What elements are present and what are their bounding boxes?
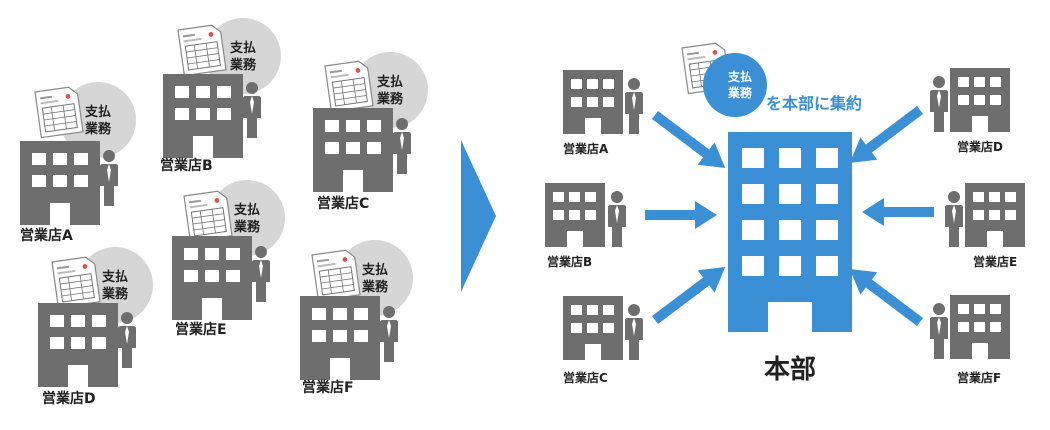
branch-label: 営業店C — [317, 195, 369, 212]
task-label-line1: 支払 — [101, 269, 128, 285]
building-icon — [563, 70, 623, 134]
branch-label: 営業店F — [302, 379, 354, 396]
arrow-from-branch-d — [849, 106, 924, 163]
person-icon — [100, 150, 118, 206]
arrow-from-branch-e — [862, 198, 934, 226]
building-icon — [38, 303, 118, 387]
building-icon — [950, 68, 1010, 132]
branch-label: 営業店E — [973, 254, 1017, 269]
task-label-line1: 支払 — [727, 69, 752, 84]
payment-document-icon — [34, 85, 84, 139]
right-branch-a: 営業店A — [563, 70, 643, 156]
task-label-line2: 業務 — [361, 279, 389, 295]
branch-label: 営業店D — [957, 139, 1003, 154]
task-label-line2: 業務 — [101, 286, 129, 302]
left-branch-a: 支払 業務 営業店A — [20, 82, 136, 244]
person-icon — [608, 191, 626, 247]
task-label-line1: 支払 — [84, 104, 111, 120]
building-icon — [172, 236, 252, 320]
task-label-line1: 支払 — [361, 262, 388, 278]
headquarters-label: 本部 — [764, 355, 816, 385]
branch-label: 営業店A — [563, 141, 609, 156]
right-branch-c: 営業店C — [563, 296, 643, 385]
task-label-line1: 支払 — [229, 40, 256, 56]
branch-label: 営業店B — [547, 254, 592, 269]
arrow-from-branch-b — [645, 201, 717, 229]
branch-label: 営業店B — [160, 157, 213, 174]
payment-document-icon — [177, 23, 227, 77]
task-label-line2: 業務 — [727, 85, 753, 100]
payment-document-icon — [183, 189, 233, 243]
person-icon — [625, 304, 643, 360]
person-icon — [930, 76, 948, 132]
arrow-from-branch-a — [651, 111, 726, 168]
branch-label: 営業店C — [563, 370, 608, 385]
arrows — [645, 106, 934, 326]
task-label-line2: 業務 — [84, 121, 112, 137]
task-label-line2: 業務 — [376, 91, 404, 107]
left-branch-c: 支払 業務 営業店C — [313, 52, 428, 212]
branch-label: 営業店D — [42, 390, 96, 407]
left-branch-d: 支払 業務 営業店D — [38, 247, 153, 407]
building-icon — [545, 183, 605, 247]
payment-document-icon — [51, 255, 101, 309]
consolidation-caption-group: 支払 業務 を本部に集約 — [681, 41, 862, 117]
task-bubble-blue — [703, 53, 767, 117]
consolidation-caption: を本部に集約 — [766, 94, 862, 113]
branch-label: 営業店E — [175, 321, 227, 338]
left-branch-e: 支払 業務 営業店E — [172, 180, 285, 338]
right-branch-e: 営業店E — [945, 183, 1025, 269]
branch-label: 営業店A — [20, 227, 73, 244]
building-icon — [313, 108, 393, 192]
person-icon — [945, 191, 963, 247]
right-branch-b: 営業店B — [545, 183, 626, 269]
person-icon — [930, 303, 948, 359]
headquarters-windows — [742, 148, 838, 332]
building-icon — [950, 295, 1010, 359]
payment-document-icon — [311, 248, 361, 302]
building-icon — [563, 296, 623, 360]
right-branch-f: 営業店F — [930, 295, 1010, 385]
branch-label: 営業店F — [957, 370, 1001, 385]
building-icon — [300, 296, 380, 380]
person-icon — [625, 78, 643, 134]
task-label-line2: 業務 — [229, 57, 257, 73]
arrow-from-branch-c — [651, 267, 726, 324]
building-icon — [163, 74, 243, 158]
left-branch-f: 支払 業務 営業店F — [300, 240, 413, 396]
task-label-line1: 支払 — [376, 74, 403, 90]
right-branch-d: 営業店D — [930, 68, 1010, 154]
task-label-line1: 支払 — [233, 202, 260, 218]
arrow-from-branch-f — [849, 269, 924, 326]
task-label-line2: 業務 — [233, 219, 261, 235]
building-icon — [20, 141, 100, 225]
headquarters: 本部 — [728, 132, 852, 385]
transition-chevron-icon — [461, 140, 496, 292]
payment-document-icon — [324, 59, 374, 113]
left-branch-b: 支払 業務 営業店B — [160, 18, 281, 174]
building-icon — [965, 183, 1025, 247]
